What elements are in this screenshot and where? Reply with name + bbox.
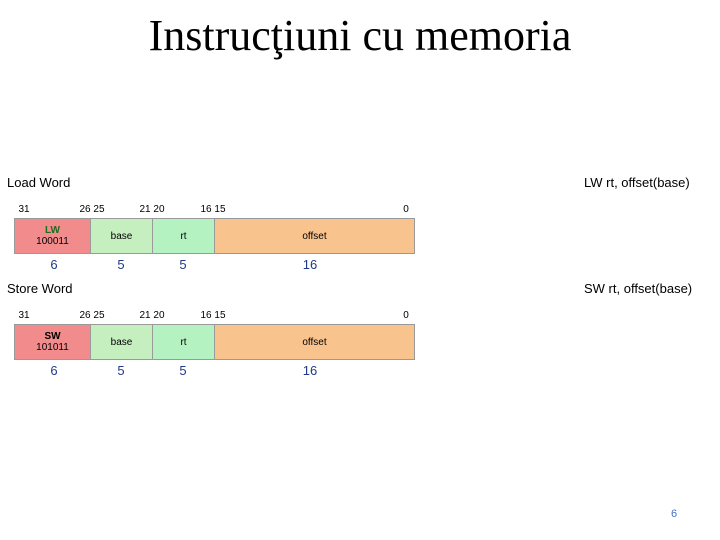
field-width: 5 — [179, 257, 187, 272]
base-field: base — [90, 218, 153, 254]
store-word-format-diagram: 31 26 25 21 20 16 15 0 SW 101011 base rt… — [10, 310, 420, 380]
load-word-syntax: LW rt, offset(base) — [584, 175, 690, 190]
field-name: base — [110, 336, 133, 348]
store-word-label: Store Word — [7, 281, 73, 296]
bit-label: 16 15 — [200, 204, 226, 215]
bit-label: 21 20 — [139, 310, 165, 321]
field-name: offset — [302, 336, 327, 348]
bit-label: 0 — [403, 310, 409, 321]
field-name: base — [110, 230, 133, 242]
opcode-bits: 100011 — [36, 236, 69, 247]
field-width: 5 — [117, 363, 125, 378]
load-word-format-diagram: 31 26 25 21 20 16 15 0 LW 100011 base rt… — [10, 204, 420, 274]
field-width: 6 — [50, 363, 58, 378]
load-word-label: Load Word — [7, 175, 71, 190]
store-word-syntax: SW rt, offset(base) — [584, 281, 693, 296]
slide-title: Instrucţiuni cu memoria — [148, 11, 572, 60]
field-width: 16 — [302, 363, 318, 378]
field-name: offset — [302, 230, 327, 242]
bit-label: 0 — [403, 204, 409, 215]
offset-field: offset — [214, 324, 415, 360]
opcode-bits: 101011 — [36, 342, 69, 353]
bit-label: 26 25 — [79, 204, 105, 215]
field-width: 6 — [50, 257, 58, 272]
bit-label: 31 — [18, 204, 30, 215]
offset-field: offset — [214, 218, 415, 254]
field-width: 5 — [117, 257, 125, 272]
opcode-field: SW 101011 — [14, 324, 91, 360]
base-field: base — [90, 324, 153, 360]
bit-label: 16 15 — [200, 310, 226, 321]
bit-label: 31 — [18, 310, 30, 321]
field-width: 5 — [179, 363, 187, 378]
field-name: rt — [180, 230, 187, 242]
field-width: 16 — [302, 257, 318, 272]
opcode-field: LW 100011 — [14, 218, 91, 254]
bit-label: 21 20 — [139, 204, 165, 215]
rt-field: rt — [152, 324, 215, 360]
page-number: 6 — [670, 508, 678, 520]
opcode-name: LW — [45, 225, 60, 236]
opcode-name: SW — [44, 331, 61, 342]
bit-label: 26 25 — [79, 310, 105, 321]
field-name: rt — [180, 336, 187, 348]
rt-field: rt — [152, 218, 215, 254]
